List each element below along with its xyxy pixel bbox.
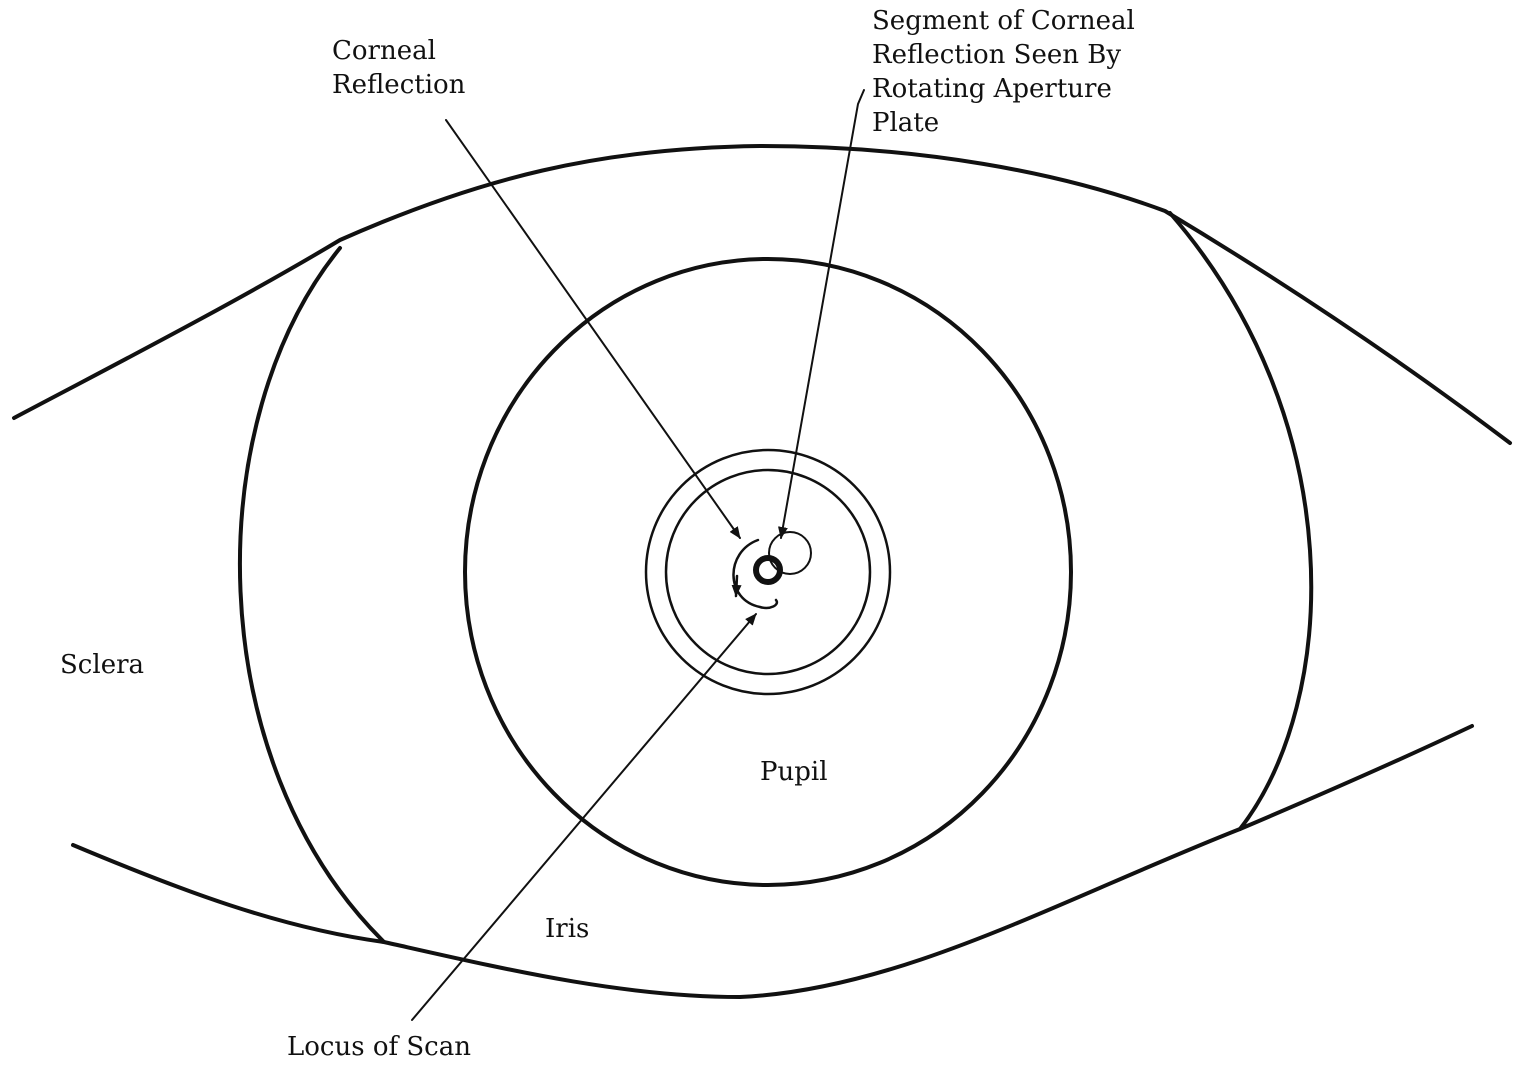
corneal-reflection-leader	[446, 120, 740, 538]
segment-label-line-2: Reflection Seen By	[872, 38, 1135, 72]
pupil-circle	[465, 259, 1071, 885]
segment-label-line-4: Plate	[872, 106, 1135, 140]
corneal-reflection-label-line-2: Reflection	[332, 68, 465, 102]
segment-label-line-1: Segment of Corneal	[872, 4, 1135, 38]
locus-of-scan-label-text: Locus of Scan	[287, 1030, 471, 1064]
locus-of-scan-leader	[412, 614, 756, 1020]
outer-ring	[646, 450, 890, 694]
corneal-reflection-label: Corneal Reflection	[332, 34, 465, 102]
segment-leader	[781, 90, 864, 538]
corneal-reflection-label-line-1: Corneal	[332, 34, 465, 68]
pupil-label: Pupil	[760, 755, 828, 789]
sclera-label-text: Sclera	[60, 648, 144, 682]
segment-of-corneal-reflection-label: Segment of Corneal Reflection Seen By Ro…	[872, 4, 1135, 140]
locus-of-scan-label: Locus of Scan	[287, 1030, 471, 1064]
inner-ring	[666, 470, 870, 674]
aperture-segment-loop	[769, 532, 811, 574]
iris-label-text: Iris	[545, 912, 589, 946]
sclera-label: Sclera	[60, 648, 144, 682]
iris-label: Iris	[545, 912, 589, 946]
upper-eyelid-line	[14, 146, 1510, 443]
segment-label-line-3: Rotating Aperture	[872, 72, 1135, 106]
iris-boundary-right-arc	[1170, 213, 1311, 829]
iris-boundary-left-arc	[240, 248, 384, 942]
scan-direction-arrow	[736, 576, 737, 596]
pupil-label-text: Pupil	[760, 755, 828, 789]
